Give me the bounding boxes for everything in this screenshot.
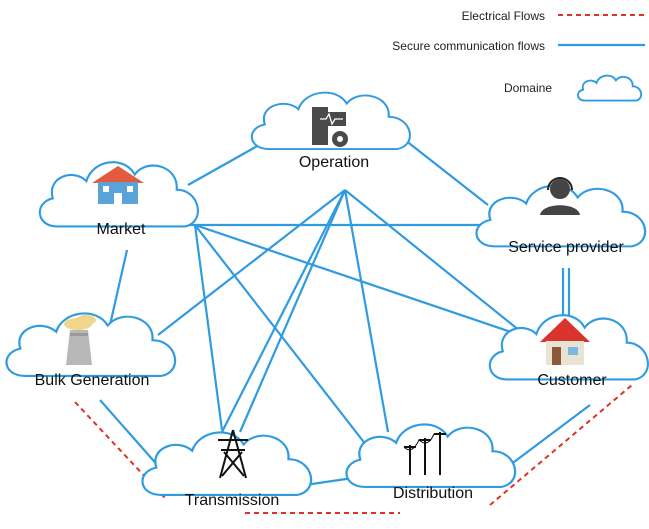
link-operation-bulk	[157, 189, 346, 336]
link-operation-customer	[344, 189, 526, 336]
node-distribution: Distribution	[345, 423, 517, 502]
operation-label: Operation	[299, 154, 369, 171]
link-operation-service	[404, 139, 489, 206]
power-plant-icon	[64, 315, 96, 365]
distribution-label: Distribution	[393, 485, 473, 502]
customer-label: Customer	[537, 372, 607, 389]
link-operation-distribution	[343, 189, 390, 433]
link-operation-transmission-a	[221, 189, 346, 433]
link-distribution-customer	[509, 404, 591, 466]
link-market-customer	[194, 223, 521, 337]
link-market-operation	[187, 139, 269, 186]
node-service-provider: Service provider	[475, 177, 647, 256]
node-transmission: Transmission	[141, 429, 313, 509]
link-operation-transmission-b	[238, 189, 347, 433]
node-market: Market	[38, 161, 199, 238]
headset-operator-icon	[540, 177, 580, 215]
market-label: Market	[97, 221, 146, 238]
transmission-label: Transmission	[185, 492, 280, 509]
distribution-poles-icon	[403, 432, 446, 475]
legend-domain-label: Domaine	[504, 81, 552, 95]
bulk-generation-label: Bulk Generation	[35, 372, 150, 389]
link-market-bulk	[108, 249, 129, 326]
link-bulk-transmission	[99, 399, 161, 469]
link-market-transmission	[193, 224, 224, 431]
legend-domain-cloud	[576, 74, 643, 102]
node-bulk-generation: Bulk Generation	[5, 312, 177, 389]
service-provider-label: Service provider	[508, 239, 624, 256]
house-icon	[540, 318, 590, 365]
legend-secure-label: Secure communication flows	[392, 39, 545, 53]
link-market-distribution	[194, 224, 371, 451]
building-icon	[92, 166, 144, 204]
server-gear-icon	[312, 107, 348, 147]
electrical-line-distribution-customer	[489, 384, 633, 506]
legend: Electrical Flows Secure communication fl…	[392, 9, 645, 102]
node-customer: Customer	[488, 314, 649, 389]
node-operation: Operation	[250, 91, 411, 171]
legend-electrical-label: Electrical Flows	[462, 9, 545, 23]
transmission-tower-icon	[218, 429, 248, 479]
